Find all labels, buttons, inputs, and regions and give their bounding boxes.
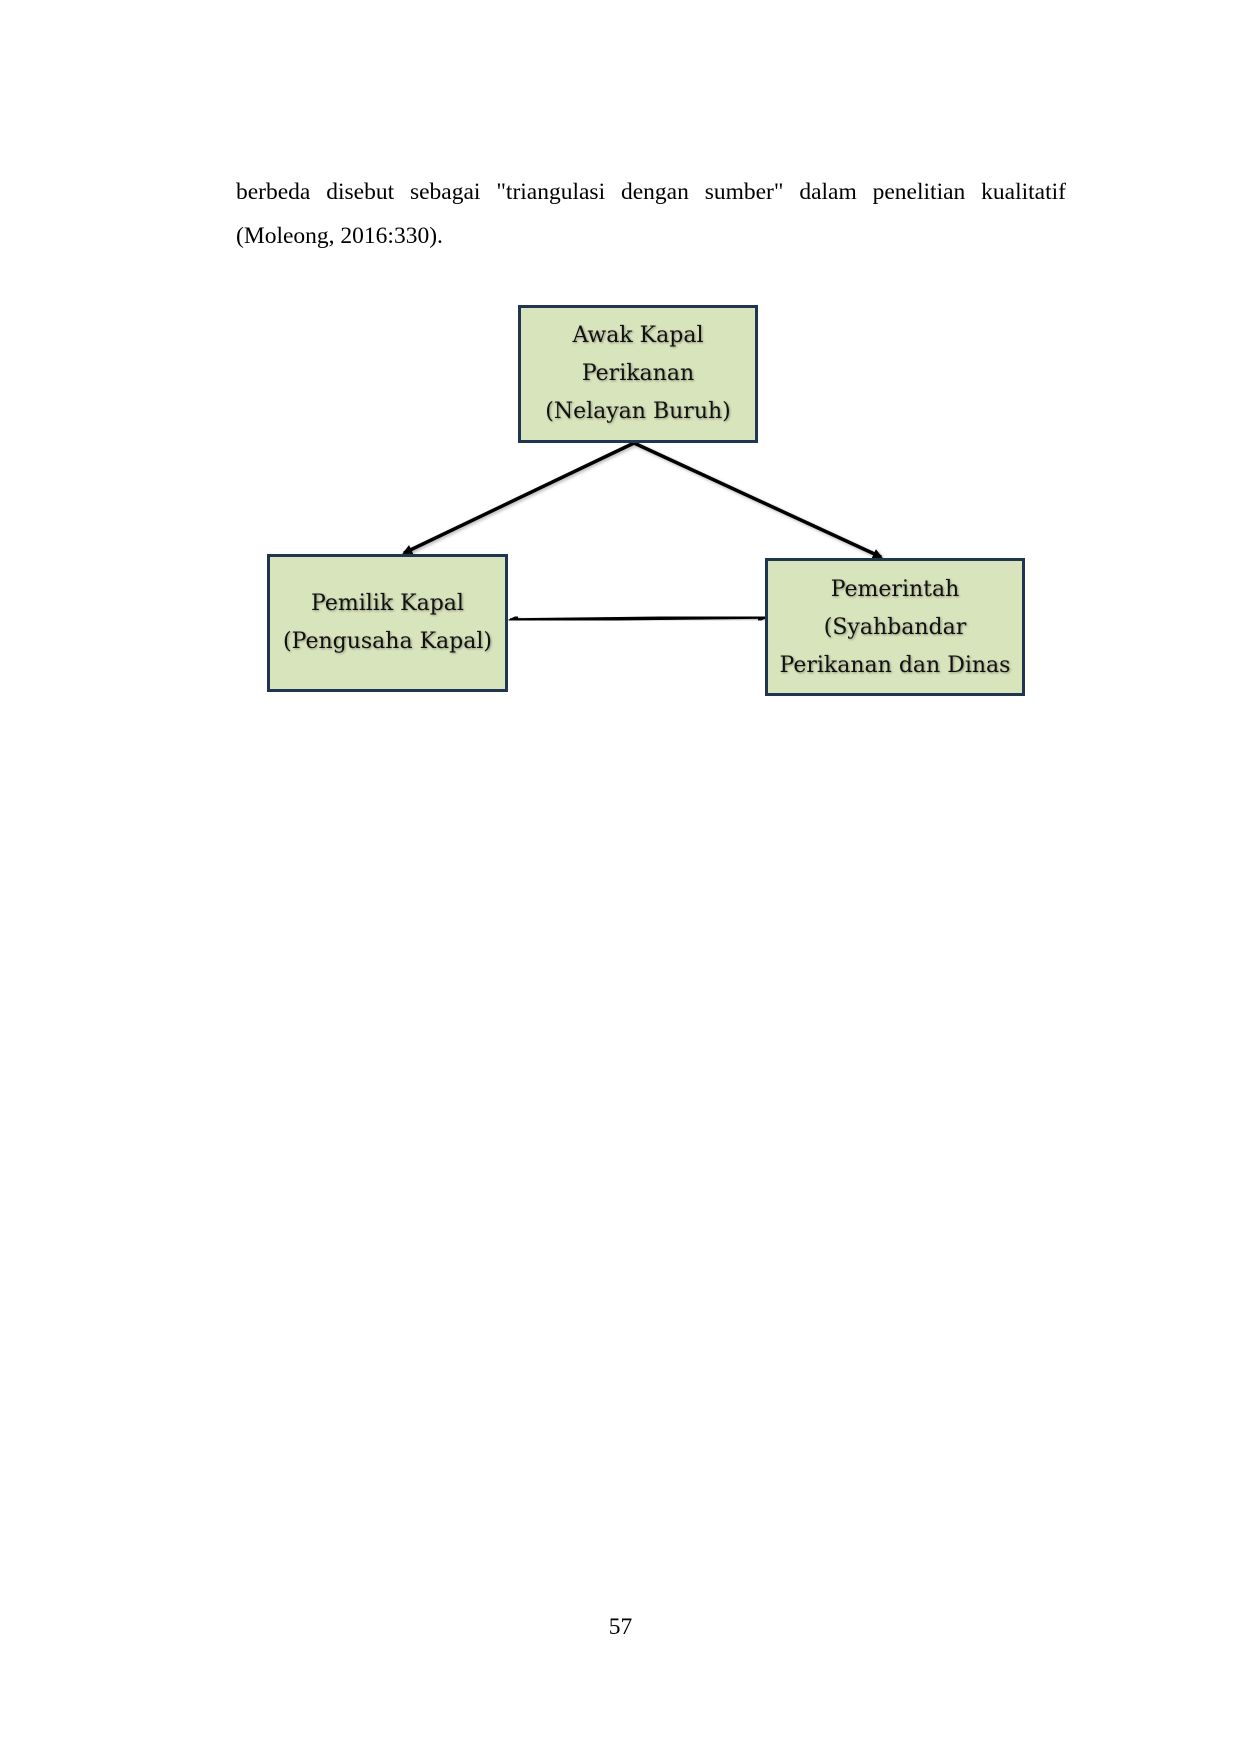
page-number: 57	[608, 1614, 633, 1640]
arrow-top-to-right	[633, 441, 883, 559]
box-left-line-2: (Pengusaha Kapal)	[283, 629, 492, 654]
arrow-left-right-bidirectional	[508, 612, 768, 625]
box-right-line-3: Perikanan dan Dinas	[779, 653, 1011, 678]
box-top-line-1: Awak Kapal	[572, 323, 704, 348]
paragraph-line-1: berbeda disebut sebagai "triangulasi den…	[236, 179, 1066, 205]
body-paragraph: berbeda disebut sebagai "triangulasi den…	[236, 170, 1066, 258]
arrow-top-to-left	[402, 441, 635, 555]
box-pemerintah: Pemerintah (Syahbandar Perikanan dan Din…	[765, 558, 1025, 696]
paragraph-line-2: (Moleong, 2016:330).	[236, 223, 443, 249]
box-right-line-2: (Syahbandar	[823, 615, 967, 640]
box-top-line-3: (Nelayan Buruh)	[545, 399, 731, 424]
box-awak-kapal: Awak Kapal Perikanan (Nelayan Buruh)	[518, 305, 758, 443]
box-pemilik-kapal: Pemilik Kapal (Pengusaha Kapal)	[267, 554, 508, 692]
box-left-line-1: Pemilik Kapal	[311, 591, 464, 616]
box-right-line-1: Pemerintah	[830, 577, 960, 602]
box-top-line-2: Perikanan	[581, 361, 695, 386]
